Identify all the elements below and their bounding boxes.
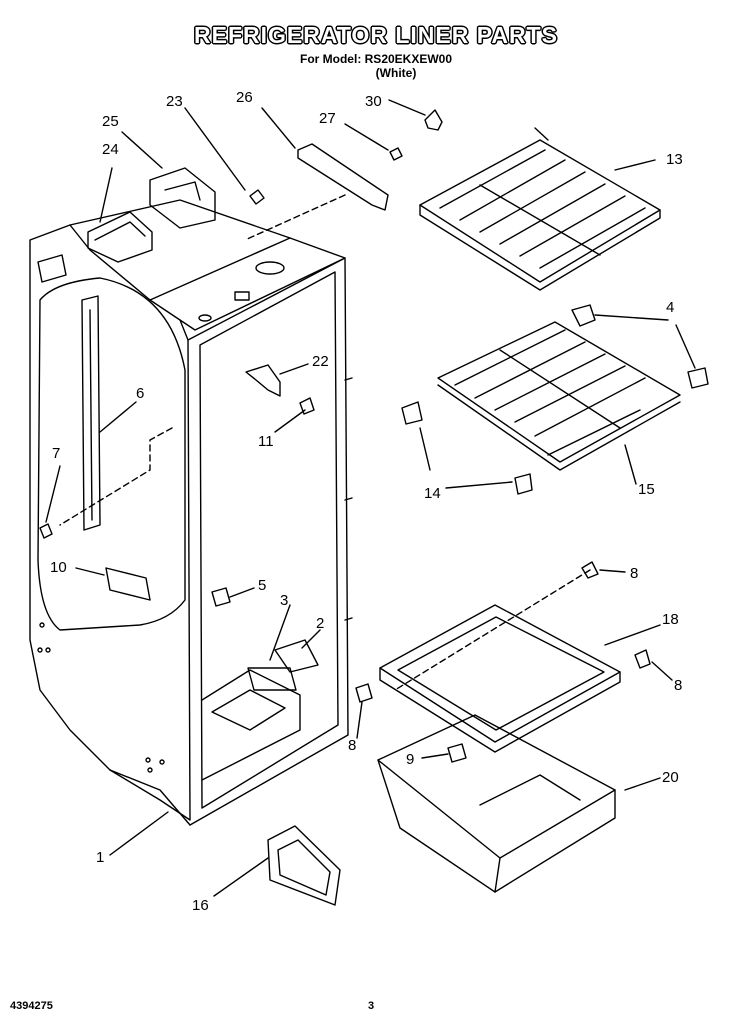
callout-18: 18 [662,611,679,628]
callout-14: 14 [424,485,441,502]
callout-3: 3 [280,592,288,609]
callout-23: 23 [166,93,183,110]
callout-8-top: 8 [630,565,638,582]
callout-15: 15 [638,481,655,498]
clip-30 [424,109,443,131]
pin-8a [581,561,599,579]
callout-25: 25 [102,113,119,130]
cover-16 [267,825,341,906]
callout-16: 16 [192,897,209,914]
callout-2: 2 [316,615,324,632]
color-line: (White) [375,66,417,80]
part-2 [274,639,319,673]
vent-10 [105,567,151,601]
pin-8c [355,683,373,703]
refrigerator-liner [29,199,353,826]
support-14b [514,473,533,495]
support-14a [401,401,423,425]
support-4b [687,367,709,389]
callout-26: 26 [236,89,253,106]
callout-30: 30 [365,93,382,110]
callout-27: 27 [319,110,336,127]
part-22 [245,364,281,397]
callout-7: 7 [52,445,60,462]
part-9 [447,743,467,763]
document-number: 4394275 [10,1000,53,1012]
callout-4: 4 [666,299,674,316]
callout-24: 24 [102,141,119,158]
page-number: 3 [368,1000,375,1012]
callout-13: 13 [666,151,683,168]
callout-8-left: 8 [348,737,356,754]
callout-1: 1 [96,849,104,866]
callout-11: 11 [258,433,274,450]
crisper-cover-18 [379,604,621,753]
screw-23 [249,189,265,205]
shelf-13 [419,127,661,291]
screw-27 [389,147,403,161]
callout-9: 9 [406,751,414,768]
shelf-15 [437,321,681,471]
screw-7 [39,523,53,539]
part-3 [247,667,297,691]
page-title: REFRIGERATOR LINER PARTS [194,22,558,48]
callout-labels: 23 26 27 30 25 24 13 4 22 11 6 7 10 5 3 … [50,89,683,914]
dashed-leaders [59,194,591,691]
callout-5: 5 [258,577,266,594]
callout-22: 22 [312,353,329,370]
part-5 [211,587,231,607]
callout-10: 10 [50,559,67,576]
crisper-drawer-20 [377,714,616,893]
model-line: For Model: RS20EKXEW00 [299,52,453,66]
support-4a [571,304,596,327]
bracket-26 [297,143,389,211]
callout-20: 20 [662,769,679,786]
pin-8b [634,649,651,669]
callout-leaders [45,99,696,897]
callout-6: 6 [136,385,144,402]
callout-8-right: 8 [674,677,682,694]
part-11 [299,397,315,415]
control-housing [87,167,216,263]
